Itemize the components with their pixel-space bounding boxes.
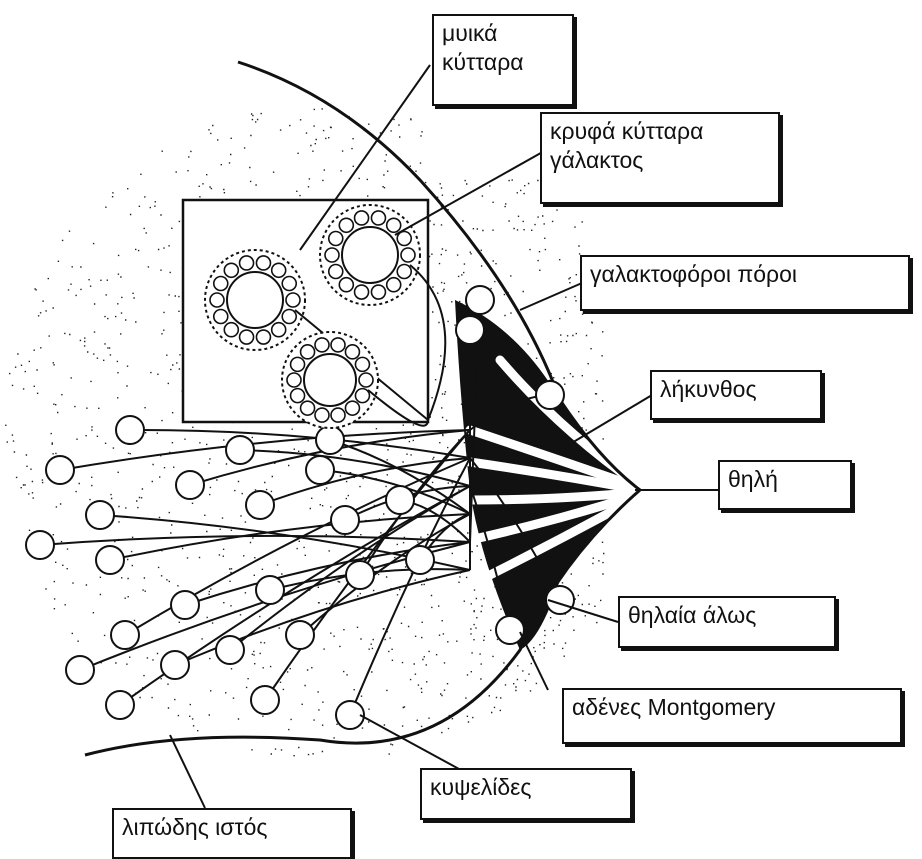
alveolus: [176, 471, 204, 499]
secretory-cell: [329, 232, 343, 246]
alveolus: [286, 621, 314, 649]
secretory-cell: [371, 211, 385, 225]
secretory-cell: [210, 293, 224, 307]
label-milk-ducts: γαλακτοφόροι πόροι: [580, 255, 910, 311]
alveolus: [316, 426, 344, 454]
secretory-cell: [286, 293, 300, 307]
secretory-cell: [315, 408, 329, 422]
alveolus-lumen: [342, 227, 398, 283]
leader-line: [520, 283, 582, 310]
alveolus: [496, 616, 524, 644]
alveolus: [246, 491, 274, 519]
leader-line: [360, 715, 470, 775]
secretory-cell: [345, 401, 359, 415]
alveolus: [336, 701, 364, 729]
alveolus: [26, 531, 54, 559]
alveolus: [251, 686, 279, 714]
secretory-cell: [224, 263, 238, 277]
alveolus: [116, 416, 144, 444]
secretory-cell: [272, 263, 286, 277]
alveolus-lumen: [227, 272, 283, 328]
alveolus: [86, 501, 114, 529]
secretory-cell: [272, 323, 286, 337]
secretory-cell: [359, 373, 373, 387]
secretory-cell: [291, 389, 305, 403]
alveolus: [216, 636, 244, 664]
secretory-cell: [329, 264, 343, 278]
secretory-cell: [355, 211, 369, 225]
leader-line: [520, 632, 548, 690]
secretory-cell: [214, 309, 228, 323]
alveolus: [161, 651, 189, 679]
alveolus: [66, 656, 94, 684]
secretory-cell: [331, 408, 345, 422]
alveolus: [536, 381, 564, 409]
leader-line: [395, 145, 555, 235]
label-myoepithelial-cells: μυικά κύτταρα: [432, 14, 574, 106]
secretory-cell: [387, 218, 401, 232]
label-lactiferous-sinus: λήκυνθος: [650, 370, 822, 420]
secretory-cell: [282, 277, 296, 291]
secretory-cell: [291, 357, 305, 371]
label-montgomery-glands: αδένες Montgomery: [562, 688, 902, 744]
secretory-cell: [387, 278, 401, 292]
leader-line: [170, 735, 205, 808]
secretory-cell: [339, 218, 353, 232]
alveolus-lumen: [304, 354, 356, 406]
label-areola: θηλαία άλως: [618, 596, 836, 648]
label-nipple: θηλή: [718, 460, 852, 510]
secretory-cell: [214, 277, 228, 291]
secretory-cell: [282, 309, 296, 323]
alveolus: [111, 621, 139, 649]
label-alveoli: κυψελίδες: [420, 768, 632, 820]
alveolus: [226, 436, 254, 464]
alveolus: [331, 506, 359, 534]
secretory-cell: [240, 330, 254, 344]
duct-branch: [300, 514, 470, 635]
secretory-cell: [301, 401, 315, 415]
secretory-cell: [331, 338, 345, 352]
duct-branch: [40, 536, 470, 545]
secretory-cell: [315, 338, 329, 352]
alveolus: [386, 486, 414, 514]
secretory-cell: [371, 285, 385, 299]
alveolus: [306, 456, 334, 484]
alveolus: [106, 691, 134, 719]
secretory-cell: [240, 256, 254, 270]
alveolus: [456, 316, 484, 344]
secretory-cell: [287, 373, 301, 387]
secretory-cell: [355, 357, 369, 371]
label-secretory-cells: κρυφά κύτταρα γάλακτος: [540, 112, 780, 204]
secretory-cell: [397, 264, 411, 278]
secretory-cell: [256, 330, 270, 344]
secretory-cell: [301, 345, 315, 359]
secretory-cell: [355, 389, 369, 403]
secretory-cell: [224, 323, 238, 337]
alveolus: [346, 561, 374, 589]
secretory-cell: [256, 256, 270, 270]
alveolus: [46, 456, 74, 484]
alveolus: [171, 591, 199, 619]
secretory-cell: [355, 285, 369, 299]
secretory-cell: [325, 248, 339, 262]
secretory-cell: [401, 248, 415, 262]
alveolus: [256, 576, 284, 604]
secretory-cell: [345, 345, 359, 359]
alveolus: [466, 286, 494, 314]
alveolus: [96, 546, 124, 574]
secretory-cell: [339, 278, 353, 292]
label-fatty-tissue: λιπώδης ιστός: [112, 808, 352, 859]
alveolus: [406, 546, 434, 574]
